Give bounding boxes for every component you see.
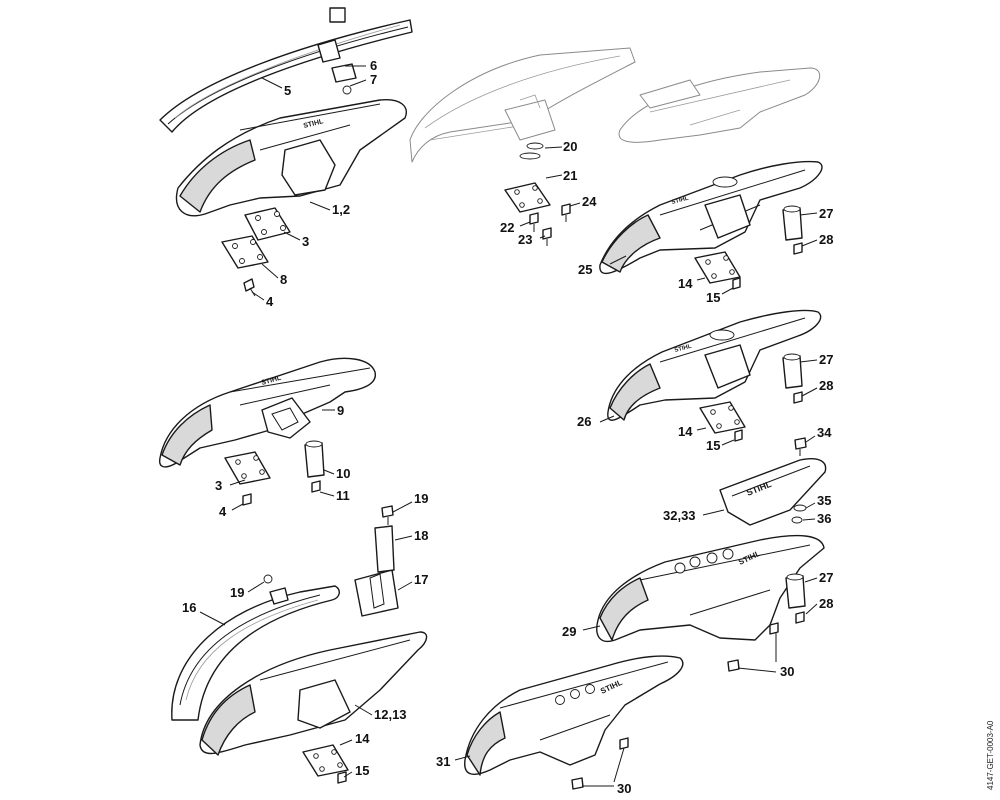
callout-28-b: 28 <box>819 378 833 393</box>
callout-17: 17 <box>414 572 428 587</box>
mount-block-9 <box>261 397 311 439</box>
bracket-18 <box>374 525 395 573</box>
mount-light <box>504 99 556 141</box>
assembly-guard-12-13: 19 18 17 19 16 12,13 14 15 <box>171 491 428 784</box>
callout-27-b: 27 <box>819 352 833 367</box>
guard-outline-light <box>409 47 636 163</box>
guard-body-29 <box>596 534 825 642</box>
assembly-guard-31: STIHL 31 30 <box>436 655 684 796</box>
callout-14-a: 14 <box>678 276 693 291</box>
svg-text:STIHL: STIHL <box>671 196 690 206</box>
plate-21 <box>504 182 551 213</box>
svg-text:STIHL: STIHL <box>674 344 693 354</box>
plate-8 <box>221 235 269 269</box>
callout-28-a: 28 <box>819 232 833 247</box>
sleeve-27-c <box>785 575 806 609</box>
callout-19-b: 19 <box>230 585 244 600</box>
plate-3-b <box>224 451 271 485</box>
callout-6: 6 <box>370 58 377 73</box>
callout-16: 16 <box>182 600 196 615</box>
callout-3-a: 3 <box>302 234 309 249</box>
guard-body-31 <box>464 655 684 776</box>
cutting-strip-5 <box>159 19 413 133</box>
sleeve-27-a <box>782 207 803 241</box>
assembly-deflector-9: STIHL 9 10 11 3 4 <box>158 357 376 519</box>
plate-14-a <box>694 251 741 284</box>
blade-32-33 <box>719 458 827 526</box>
callout-27-a: 27 <box>819 206 833 221</box>
callout-9: 9 <box>337 403 344 418</box>
callout-11: 11 <box>336 488 350 503</box>
callout-22: 22 <box>500 220 514 235</box>
sleeve-27-b <box>782 355 803 389</box>
callout-12-13: 12,13 <box>374 707 407 722</box>
callout-25: 25 <box>578 262 592 277</box>
callout-15-c: 15 <box>355 763 369 778</box>
callout-20: 20 <box>563 139 577 154</box>
mount-block-12-13 <box>297 679 351 729</box>
callout-32-33: 32,33 <box>663 508 696 523</box>
callout-10: 10 <box>336 466 350 481</box>
svg-text:STIHL: STIHL <box>303 118 325 130</box>
sleeve-10 <box>304 442 325 478</box>
assembly-blade-32-33: STIHL 34 35 36 32,33 <box>663 425 832 526</box>
strip-clip <box>329 7 346 23</box>
callout-28-c: 28 <box>819 596 833 611</box>
callout-1-2: 1,2 <box>332 202 350 217</box>
callout-14-c: 14 <box>355 731 370 746</box>
callout-36: 36 <box>817 511 831 526</box>
plate-14-b <box>699 401 746 434</box>
callout-21: 21 <box>563 168 577 183</box>
assembly-deflector-26: STIHL 27 28 26 14 15 <box>577 309 833 453</box>
callout-19-a: 19 <box>414 491 428 506</box>
callout-3-b: 3 <box>215 478 222 493</box>
assembly-guard-light-topright <box>618 67 820 143</box>
callout-18: 18 <box>414 528 428 543</box>
plate-3-a <box>244 207 291 241</box>
callout-31: 31 <box>436 754 450 769</box>
callout-15-a: 15 <box>706 290 720 305</box>
callout-30-a: 30 <box>780 664 794 679</box>
callout-14-b: 14 <box>678 424 693 439</box>
callout-34: 34 <box>817 425 832 440</box>
screw-4-a <box>243 278 255 292</box>
cutting-strip-16 <box>171 585 340 721</box>
callout-7: 7 <box>370 72 377 87</box>
callout-4-b: 4 <box>219 504 227 519</box>
callout-8: 8 <box>280 272 287 287</box>
callout-30-b: 30 <box>617 781 631 796</box>
callout-24: 24 <box>582 194 597 209</box>
assembly-guard-20-24: 20 21 24 22 23 <box>409 47 636 247</box>
assembly-deflector-1-2: STIHL 5 6 7 1,2 3 8 4 <box>159 7 413 309</box>
mount-block-deflector <box>281 139 336 196</box>
plate-14-c <box>302 744 349 777</box>
assembly-guard-29: STIHL 27 28 29 30 <box>562 534 833 679</box>
callout-35: 35 <box>817 493 831 508</box>
callout-15-b: 15 <box>706 438 720 453</box>
bracket-17 <box>354 569 399 617</box>
callout-29: 29 <box>562 624 576 639</box>
callout-5: 5 <box>284 83 291 98</box>
callout-27-c: 27 <box>819 570 833 585</box>
drawing-code: 4147-GET-0003-A0 <box>986 720 995 790</box>
callout-4-a: 4 <box>266 294 274 309</box>
callout-23: 23 <box>518 232 532 247</box>
callout-26: 26 <box>577 414 591 429</box>
assembly-deflector-25: STIHL 27 28 25 14 15 <box>578 160 833 305</box>
